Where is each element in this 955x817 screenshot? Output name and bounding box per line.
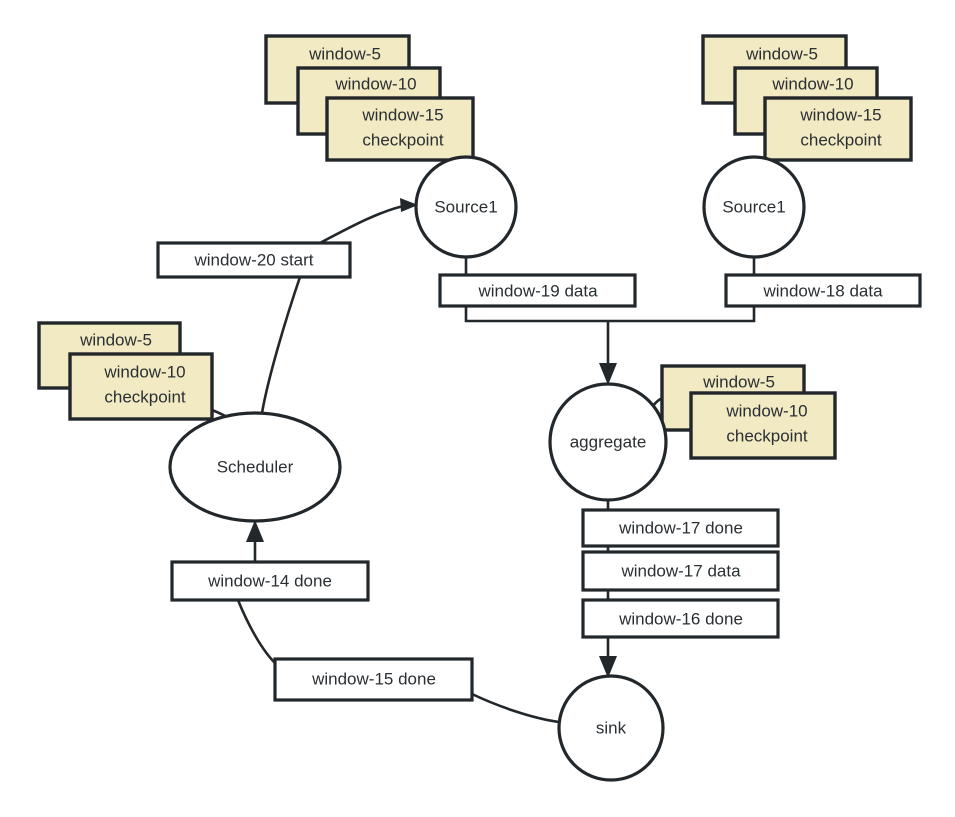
checkpoint-box-label: window-5 bbox=[308, 44, 381, 63]
message-window-17-done[interactable]: window-17 done bbox=[581, 508, 780, 548]
message-box[interactable] bbox=[724, 273, 922, 308]
message-box[interactable] bbox=[273, 657, 474, 702]
message-label: window-15 done bbox=[311, 669, 436, 688]
message-box[interactable] bbox=[170, 560, 370, 602]
checkpoint-box-label-line2: checkpoint bbox=[104, 387, 186, 406]
checkpoint-box[interactable] bbox=[689, 391, 837, 460]
arrowhead-done14-to-scheduler bbox=[246, 520, 264, 542]
message-box[interactable] bbox=[581, 550, 780, 592]
edge-scheduler-to-start bbox=[260, 276, 302, 414]
message-window-16-done[interactable]: window-16 done bbox=[581, 598, 780, 639]
message-window-17-data[interactable]: window-17 data bbox=[581, 550, 780, 592]
node-ellipse[interactable] bbox=[168, 411, 342, 523]
node-label: Source1 bbox=[434, 197, 497, 216]
checkpoint-box-label-line2: checkpoint bbox=[726, 426, 808, 445]
node-circle[interactable] bbox=[557, 674, 665, 782]
message-label: window-18 data bbox=[762, 281, 883, 300]
message-window-14-done[interactable]: window-14 done bbox=[170, 560, 370, 602]
message-label: window-20 start bbox=[193, 250, 313, 269]
node-circle[interactable] bbox=[414, 155, 518, 259]
checkpoint-box-label: window-5 bbox=[79, 330, 152, 349]
checkpoint-box-label-line2: checkpoint bbox=[800, 130, 882, 149]
message-window-18-data[interactable]: window-18 data bbox=[724, 273, 922, 308]
message-box[interactable] bbox=[156, 241, 352, 279]
checkpoint-box-label: window-10 bbox=[771, 74, 853, 93]
checkpoint-box-label: window-5 bbox=[702, 372, 775, 391]
edge-done15-to-done14 bbox=[236, 599, 276, 664]
checkpoint-box[interactable] bbox=[325, 96, 475, 162]
arrowhead-start-to-source1 bbox=[400, 198, 418, 212]
message-box[interactable] bbox=[581, 598, 780, 639]
message-label: window-16 done bbox=[618, 609, 743, 628]
node-label: sink bbox=[596, 718, 627, 737]
arrowhead-done16-to-sink bbox=[599, 656, 617, 678]
node-label: Scheduler bbox=[217, 457, 294, 476]
edge-data-bus-join bbox=[464, 306, 756, 323]
message-label: window-17 done bbox=[618, 518, 743, 537]
arrowhead-data-to-aggregate bbox=[599, 363, 617, 385]
message-label: window-14 done bbox=[207, 571, 332, 590]
message-window-15-done[interactable]: window-15 done bbox=[273, 657, 474, 702]
node-sink[interactable]: sink bbox=[557, 674, 665, 782]
checkpoint-stack-scheduler[interactable]: window-5 window-10 checkpoint bbox=[37, 321, 214, 421]
message-label: window-17 data bbox=[620, 561, 741, 580]
checkpoint-stack-source1-right[interactable]: window-5 window-10 window-15 checkpoint bbox=[701, 34, 913, 162]
checkpoint-box-label-line2: checkpoint bbox=[362, 130, 444, 149]
checkpoint-box-label-line1: window-10 bbox=[725, 401, 807, 420]
message-window-20-start[interactable]: window-20 start bbox=[156, 241, 352, 279]
message-label: window-19 data bbox=[477, 281, 598, 300]
checkpoint-box-label-line1: window-10 bbox=[103, 362, 185, 381]
node-scheduler[interactable]: Scheduler bbox=[168, 411, 342, 523]
edge-start-to-source1-left bbox=[319, 203, 409, 245]
node-label: aggregate bbox=[570, 432, 647, 451]
node-source1-left[interactable]: Source1 bbox=[414, 155, 518, 259]
message-box[interactable] bbox=[438, 273, 637, 308]
node-source1-right[interactable]: Source1 bbox=[702, 155, 806, 259]
checkpoint-stack-aggregate[interactable]: window-5 window-10 checkpoint bbox=[660, 364, 837, 460]
message-box[interactable] bbox=[581, 508, 780, 548]
edge-sink-to-done15 bbox=[471, 692, 560, 724]
checkpoint-box-label: window-10 bbox=[334, 74, 416, 93]
node-label: Source1 bbox=[722, 197, 785, 216]
checkpoint-box[interactable] bbox=[68, 352, 214, 421]
checkpoint-box[interactable] bbox=[763, 96, 913, 162]
message-window-19-data[interactable]: window-19 data bbox=[438, 273, 637, 308]
checkpoint-box-label: window-5 bbox=[745, 44, 818, 63]
checkpoint-box-label-line1: window-15 bbox=[799, 105, 881, 124]
node-circle[interactable] bbox=[548, 382, 668, 502]
checkpoint-stack-source1-left[interactable]: window-5 window-10 window-15 checkpoint bbox=[264, 34, 475, 162]
node-circle[interactable] bbox=[702, 155, 806, 259]
node-aggregate[interactable]: aggregate bbox=[548, 382, 668, 502]
checkpoint-box-label-line1: window-15 bbox=[361, 105, 443, 124]
